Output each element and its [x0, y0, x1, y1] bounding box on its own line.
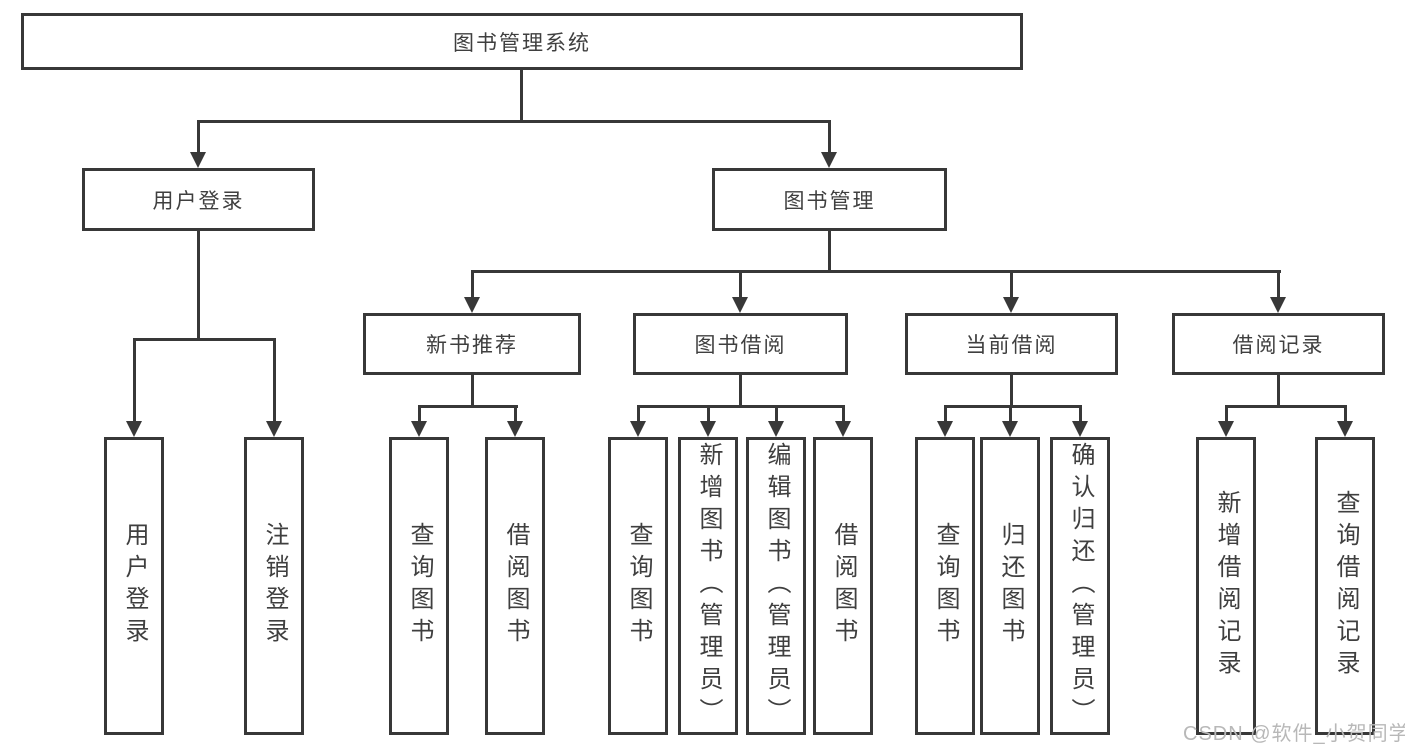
connector-line	[1225, 405, 1347, 408]
arrow-down-icon	[700, 421, 716, 437]
arrow-down-icon	[464, 297, 480, 313]
connector-line	[1009, 405, 1012, 422]
connector-line	[418, 405, 421, 422]
connector-line	[471, 375, 474, 405]
arrow-down-icon	[1270, 297, 1286, 313]
arrow-down-icon	[190, 152, 206, 168]
connector-line	[1277, 375, 1280, 405]
node-current-borrow: 当前借阅	[905, 313, 1118, 375]
connector-line	[944, 405, 947, 422]
leaf-user-login: 用户登录	[104, 437, 164, 735]
arrow-down-icon	[1337, 421, 1353, 437]
arrow-down-icon	[1003, 297, 1019, 313]
node-book-management: 图书管理	[712, 168, 947, 231]
leaf-confirm-return-admin: 确认归还（管理员）	[1050, 437, 1110, 735]
arrow-down-icon	[937, 421, 953, 437]
connector-line	[197, 120, 831, 123]
connector-line	[1010, 375, 1013, 405]
arrow-down-icon	[821, 152, 837, 168]
arrow-down-icon	[507, 421, 523, 437]
leaf-add-book-admin: 新增图书（管理员）	[678, 437, 738, 735]
leaf-edit-book-admin: 编辑图书（管理员）	[746, 437, 806, 735]
connector-line	[1277, 270, 1280, 298]
leaf-logout: 注销登录	[244, 437, 304, 735]
node-library-management-system: 图书管理系统	[21, 13, 1023, 70]
connector-line	[828, 231, 831, 270]
connector-line	[707, 405, 710, 422]
leaf-borrow-books: 借阅图书	[813, 437, 873, 735]
arrow-down-icon	[266, 421, 282, 437]
connector-line	[637, 405, 640, 422]
connector-line	[471, 270, 1281, 273]
arrow-down-icon	[630, 421, 646, 437]
leaf-query-books-recommend: 查询图书	[389, 437, 449, 735]
connector-line	[739, 375, 742, 405]
connector-line	[739, 270, 742, 298]
arrow-down-icon	[732, 297, 748, 313]
connector-line	[520, 70, 523, 120]
connector-line	[1344, 405, 1347, 422]
arrow-down-icon	[1002, 421, 1018, 437]
leaf-query-books-borrow: 查询图书	[608, 437, 668, 735]
leaf-query-borrow-record: 查询借阅记录	[1315, 437, 1375, 735]
node-user-login: 用户登录	[82, 168, 315, 231]
leaf-add-borrow-record: 新增借阅记录	[1196, 437, 1256, 735]
watermark-text: CSDN @软件_小贺同学	[1183, 723, 1405, 745]
connector-line	[471, 270, 474, 298]
connector-line	[1225, 405, 1228, 422]
connector-line	[1079, 405, 1082, 422]
leaf-return-books: 归还图书	[980, 437, 1040, 735]
connector-line	[514, 405, 517, 422]
node-new-book-recommend: 新书推荐	[363, 313, 581, 375]
connector-line	[273, 338, 276, 422]
connector-line	[197, 120, 200, 154]
connector-line	[197, 231, 200, 338]
node-borrow-records: 借阅记录	[1172, 313, 1385, 375]
arrow-down-icon	[411, 421, 427, 437]
arrow-down-icon	[1218, 421, 1234, 437]
connector-line	[133, 338, 276, 341]
arrow-down-icon	[835, 421, 851, 437]
node-book-borrow: 图书借阅	[633, 313, 848, 375]
leaf-query-books-current: 查询图书	[915, 437, 975, 735]
connector-line	[775, 405, 778, 422]
arrow-down-icon	[1072, 421, 1088, 437]
connector-line	[1010, 270, 1013, 298]
connector-line	[418, 405, 518, 408]
arrow-down-icon	[126, 421, 142, 437]
arrow-down-icon	[768, 421, 784, 437]
connector-line	[133, 338, 136, 422]
connector-line	[944, 405, 1082, 408]
leaf-borrow-books-recommend: 借阅图书	[485, 437, 545, 735]
connector-line	[828, 120, 831, 154]
connector-line	[637, 405, 845, 408]
connector-line	[842, 405, 845, 422]
